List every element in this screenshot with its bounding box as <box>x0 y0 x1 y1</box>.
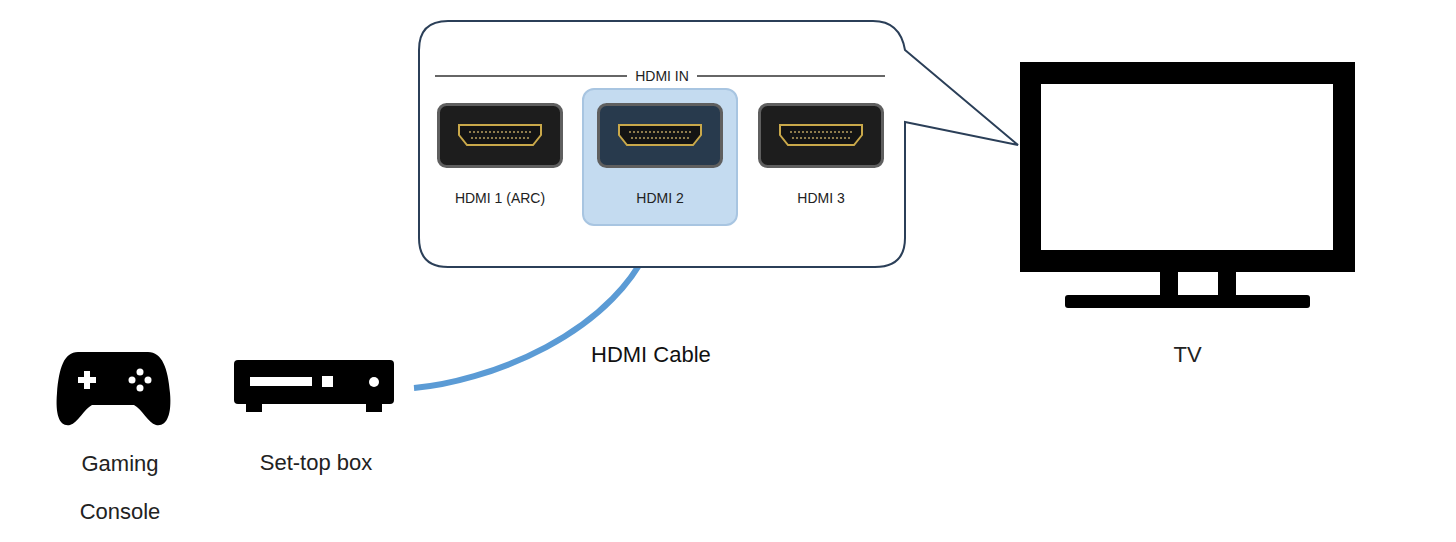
text-wrap: HDMI 1 (ARC) <box>428 188 572 208</box>
gaming-console: Gaming Console <box>51 340 189 536</box>
tv: TV <box>1015 58 1360 368</box>
set-top-box: Set-top box <box>228 352 404 482</box>
highlighted-port: HDMI 2 <box>582 88 738 226</box>
text-wrap: HDMI 3 <box>749 188 893 208</box>
gamepad-icon <box>56 348 170 428</box>
text-wrap: HDMI 2 <box>584 188 736 208</box>
hdmi-port <box>437 103 563 168</box>
text-wrap: HDMI IN <box>418 66 906 86</box>
node-label: TV <box>1173 342 1201 368</box>
hdmi-port: HDMI 1 (ARC) <box>428 100 572 224</box>
tv-icon <box>1015 58 1360 313</box>
text-wrap: Set-top box <box>228 450 404 476</box>
edge-label: HDMI Cable <box>588 342 714 368</box>
callout-bubble: HDMI IN HDMI 1 (ARC) HDMI 2 HDMI 3 <box>418 20 906 268</box>
hdmi-port <box>758 103 884 168</box>
node-label: HDMI 3 <box>797 188 844 208</box>
node-label: HDMI IN <box>627 66 697 86</box>
node-label: Gaming Console <box>51 440 189 536</box>
node-label: HDMI 2 <box>636 188 683 208</box>
hdmi-port: HDMI 3 <box>749 100 893 224</box>
node-label: HDMI 1 (ARC) <box>455 188 545 208</box>
text-wrap: Gaming Console <box>51 440 189 536</box>
set-top-box-icon <box>234 360 394 414</box>
node-label: Set-top box <box>260 450 373 476</box>
hdmi-port <box>597 103 723 168</box>
text-wrap: TV <box>1015 342 1360 368</box>
